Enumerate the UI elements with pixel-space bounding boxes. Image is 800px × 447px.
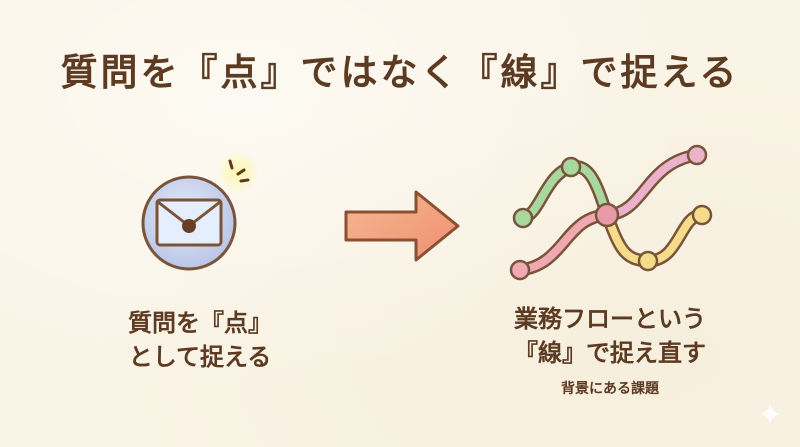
sparkle-icon [760, 404, 780, 424]
envelope-icon [141, 150, 260, 271]
left-caption-line2: として捉える [128, 343, 272, 371]
envelope-circle-illustration [140, 148, 260, 273]
left-caption-line1: 質問を『点』 [128, 309, 272, 337]
left-caption: 質問を『点』 として捉える [95, 306, 305, 374]
page-title: 質問を『点』ではなく『線』で捉える [60, 51, 740, 94]
right-caption-line1: 業務フローという [514, 305, 706, 333]
arrow-right-illustration [338, 186, 468, 266]
arrow-right-icon [344, 190, 460, 262]
intertwined-lines-illustration [495, 135, 730, 295]
right-caption-line2: 『線』で捉え直す [514, 339, 706, 367]
intertwined-lines-icon [509, 144, 713, 281]
right-caption: 業務フローという 『線』で捉え直す [480, 302, 740, 370]
right-subcaption: 背景にある課題 [561, 381, 659, 397]
